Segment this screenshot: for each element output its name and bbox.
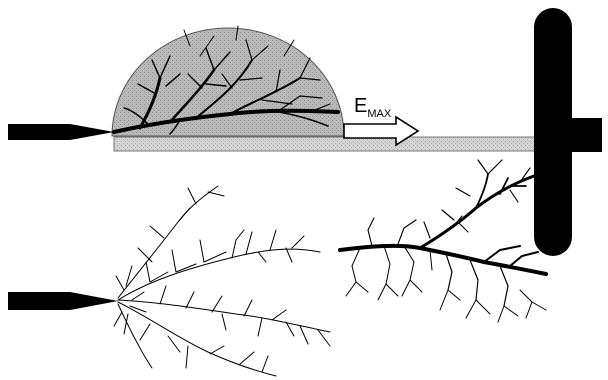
- emax-subscript: MAX: [367, 108, 392, 120]
- needle-electrode-bottom: [8, 292, 118, 310]
- needle-tree: [114, 186, 330, 376]
- plane-electrode-stub: [566, 118, 602, 152]
- emax-main: E: [354, 95, 367, 117]
- dielectric-strip: [114, 137, 556, 151]
- emax-label: EMAX: [354, 95, 392, 120]
- needle-electrode-top: [8, 124, 114, 140]
- propagating-tree: [340, 160, 546, 322]
